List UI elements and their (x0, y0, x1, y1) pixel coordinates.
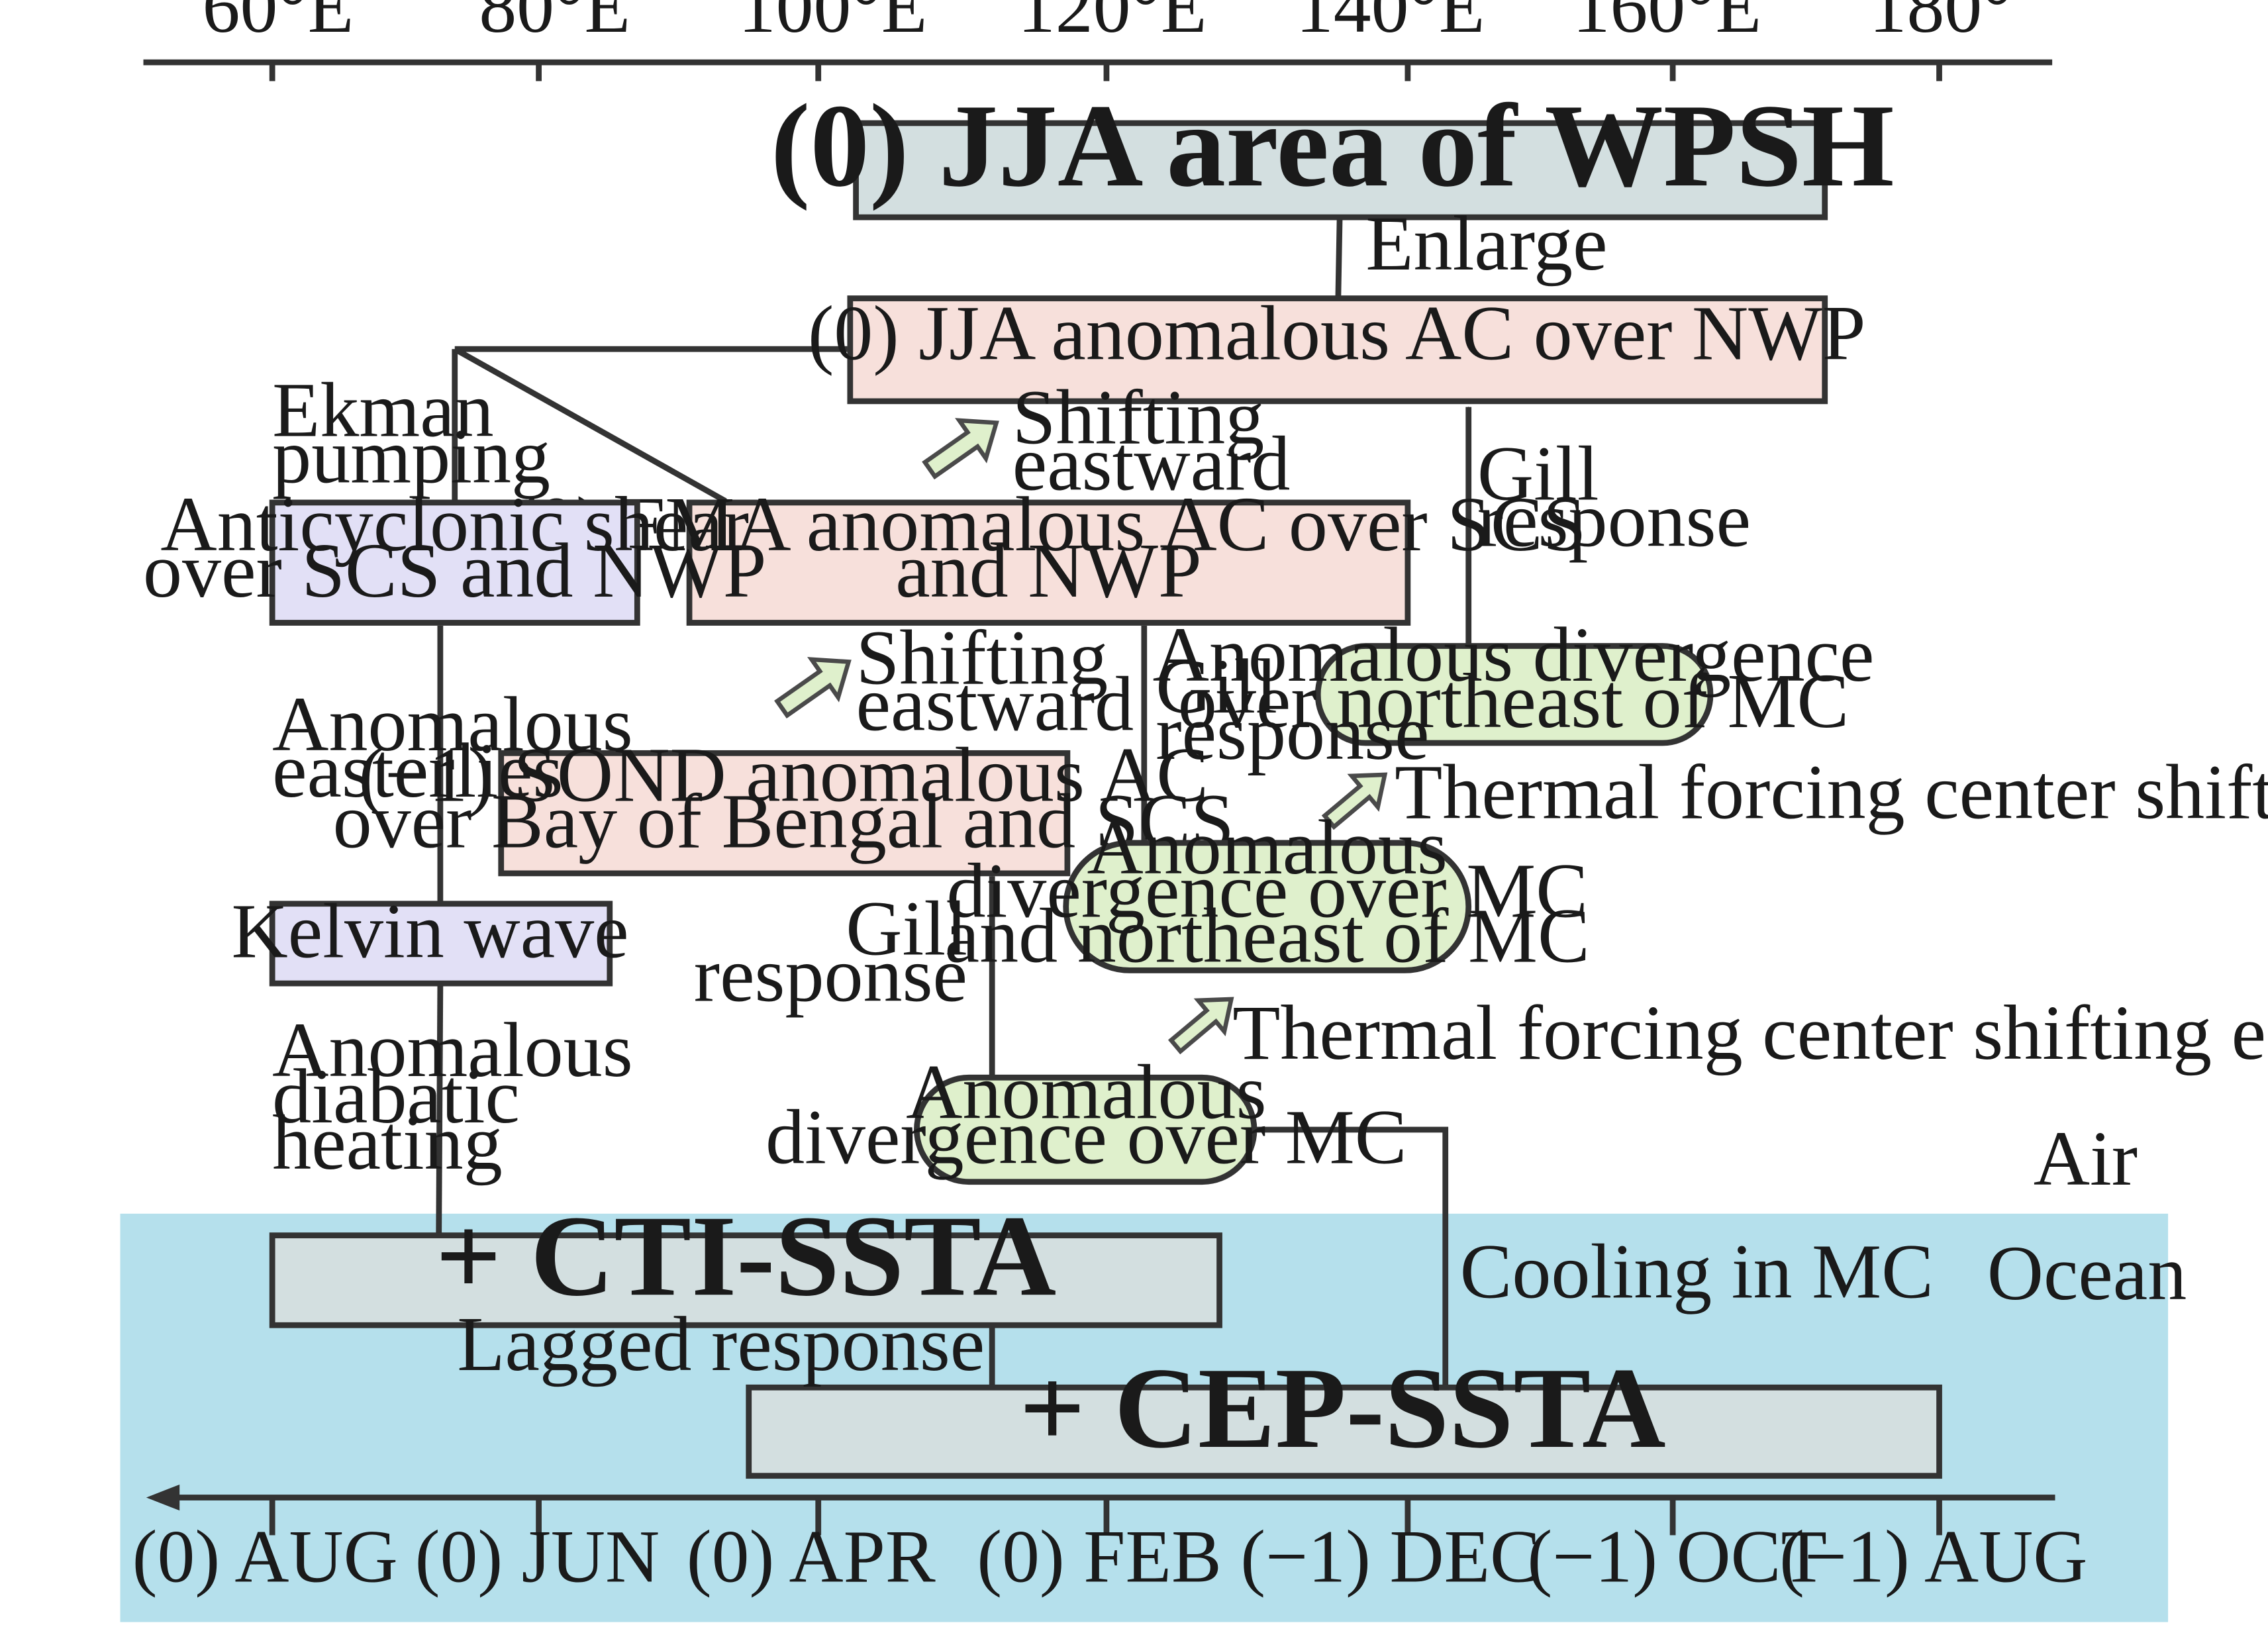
connectors (436, 218, 1472, 1388)
lagged-label: Lagged response (457, 1301, 985, 1387)
top-tick-label: 80°E (479, 0, 630, 48)
div-mc-ne-box (1063, 840, 1472, 973)
div-ne-box (1314, 643, 1714, 746)
cti-ssta-box-label: + CTI-SSTA (436, 1191, 1056, 1320)
shift-arrow-icon (922, 418, 999, 480)
kelvin-box (269, 901, 613, 987)
div-mc-ne-box-label-2: divergence over MC (946, 847, 1588, 934)
bottom-tick-label: (0) JUN (415, 1514, 660, 1598)
bottom-tick-label: (−1) DEC (1240, 1514, 1540, 1598)
shear-box-label-2: over SCS and NWP (143, 527, 766, 614)
div-mc-ne-box-label-1: Anomalous (1087, 804, 1448, 891)
bottom-tick-label: (−1) OCT (1527, 1514, 1827, 1598)
sond-ac-box (498, 750, 1071, 877)
gill2-label-2: response (1156, 689, 1429, 776)
bottom-tick-label: (−1) AUG (1779, 1514, 2087, 1598)
wpsh-box-label: (0) JJA area of WPSH (771, 79, 1895, 211)
top-tick-label: 140°E (1296, 0, 1485, 48)
top-axis: 60°E 80°E 100°E 120°E 140°E 160°E 180° (143, 0, 2053, 81)
wpsh-box (853, 120, 1828, 221)
top-tick-label: 100°E (738, 0, 928, 48)
shift2-label-2: eastward (856, 660, 1134, 747)
bottom-tick-label: (0) APR (687, 1514, 936, 1598)
diabatic-label-1: Anomalous (272, 1007, 633, 1093)
shift2-label-1: Shifting (856, 614, 1109, 701)
top-tick-label: 160°E (1573, 0, 1762, 48)
shift-arrow-icon (1167, 997, 1234, 1055)
cep-ssta-box (746, 1384, 1942, 1479)
shear-box-label-1: Anticyclonic shear (160, 481, 749, 567)
arrow-cooling (1254, 1126, 1449, 1388)
enlarge-label: Enlarge (1365, 200, 1607, 287)
div-ne-box-label-2: over northeast of MC (1178, 658, 1849, 744)
ekman-label-2: pumping (272, 413, 550, 499)
gill3-label-2: response (694, 931, 967, 1018)
shift1-label-1: Shifting (1012, 373, 1265, 460)
gill1-label-2: response (1477, 477, 1751, 564)
shift1-label-2: eastward (1012, 420, 1291, 507)
div-ne-box-label-1: Anomalous divergence (1153, 611, 1875, 698)
shift-arrows (774, 418, 1388, 1055)
jja-ac-box (847, 295, 1828, 405)
arrow-diabatic (436, 984, 444, 1236)
shift-arrow-icon (774, 657, 852, 718)
thermal1-label: Thermal forcing center shifting eastward (1395, 749, 2268, 836)
easterlies-label-1: Anomalous (272, 681, 633, 767)
thermal2-label: Thermal forcing center shifting eastward (1232, 989, 2268, 1076)
sond-ac-box-label-1: (−1) SOND anomalous AC (358, 732, 1208, 818)
div-mc-box-label-2: divergence over MC (765, 1093, 1407, 1180)
arrow-to-fma (453, 346, 727, 504)
arrow-labels: Enlarge Ekman pumping Shifting eastward … (272, 200, 2268, 1387)
fma-ac-box-label-1: (0) FMA anomalous AC over SCS (511, 481, 1587, 567)
boxes: (0) JJA area of WPSH (0) JJA anomalous A… (143, 79, 1942, 1479)
cooling-label: Cooling in MC (1460, 1228, 1934, 1315)
air-label: Air (2034, 1115, 2138, 1202)
gill3-label-1: Gill (846, 885, 967, 971)
fma-ac-box (686, 499, 1411, 626)
shear-box (269, 499, 640, 626)
div-mc-ne-box-label-3: and northeast of MC (945, 892, 1590, 979)
gill1-label-1: Gill (1477, 430, 1599, 517)
shift-arrow-icon (1321, 772, 1388, 830)
easterlies-label-2: easterlies (272, 727, 563, 814)
bottom-tick-label: (0) FEB (977, 1514, 1222, 1598)
jja-ac-box-label: (0) JJA anomalous AC over NWP (808, 289, 1865, 376)
gill2-label-1: Gill (1156, 643, 1277, 730)
ocean-label: Ocean (1987, 1230, 2187, 1316)
kelvin-box-label: Kelvin wave (232, 888, 629, 975)
sond-ac-box-label-2: over Bay of Bengal and SCS (333, 777, 1234, 864)
bottom-axis: (0) AUG (0) JUN (0) APR (0) FEB (−1) DEC… (132, 1484, 2087, 1598)
diabatic-label-3: heating (272, 1099, 503, 1186)
top-tick-label: 180° (1869, 0, 2012, 48)
cti-ssta-box (269, 1232, 1222, 1328)
top-tick-label: 120°E (1018, 0, 1207, 48)
bottom-tick-label: (0) AUG (132, 1514, 398, 1598)
fma-ac-box-label-2: and NWP (895, 527, 1201, 614)
top-tick-label: 60°E (203, 0, 354, 48)
axis-arrow-head (146, 1484, 180, 1511)
ekman-label-1: Ekman (272, 366, 494, 453)
diabatic-label-2: diabatic (272, 1053, 520, 1140)
arrow-enlarge (1335, 218, 1343, 297)
cep-ssta-box-label: + CEP-SSTA (1019, 1344, 1665, 1472)
div-mc-box-label-1: Anomalous (906, 1048, 1267, 1135)
div-mc-box (914, 1074, 1257, 1185)
